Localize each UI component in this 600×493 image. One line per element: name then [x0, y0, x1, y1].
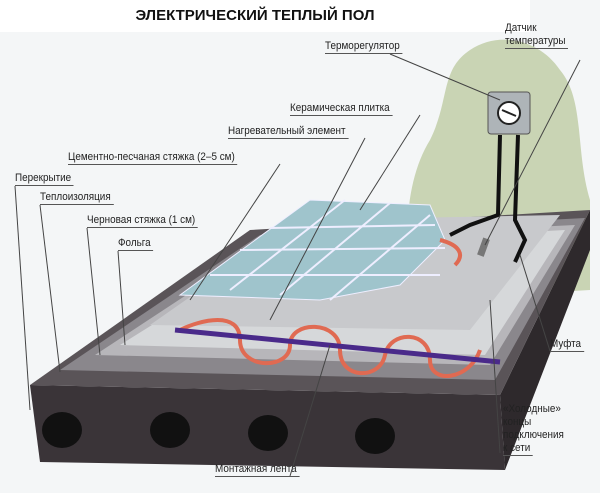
label-rough-screed: Черновая стяжка (1 см): [87, 214, 198, 228]
tile-grid: [210, 199, 446, 301]
label-cold-line4: к сети: [503, 442, 533, 456]
label-screed: Цементно-песчаная стяжка (2–5 см): [68, 151, 238, 165]
label-coupling: Муфта: [550, 338, 584, 352]
label-thermostat: Терморегулятор: [325, 40, 403, 54]
diagram-title: ЭЛЕКТРИЧЕСКИЙ ТЕПЛЫЙ ПОЛ: [135, 7, 375, 24]
label-heating: Нагревательный элемент: [228, 125, 349, 139]
holes: [42, 412, 395, 454]
thermostat-icon: [487, 91, 531, 135]
label-insulation: Теплоизоляция: [40, 191, 114, 205]
label-cold-line2: концы: [503, 416, 532, 428]
label-sensor-line2: температуры: [505, 35, 569, 49]
label-cold-line1: «Холодные»: [503, 403, 561, 415]
wires: [449, 134, 528, 263]
mounting-tape: [174, 327, 501, 365]
label-foil: Фольга: [118, 237, 154, 251]
leader-lines: [14, 53, 581, 477]
label-cold-line3: подключения: [503, 429, 564, 441]
label-tape: Монтажная лента: [215, 463, 300, 477]
label-sensor-line1: Датчик: [505, 22, 537, 34]
label-slab: Перекрытие: [15, 172, 74, 186]
title-band: [0, 0, 530, 32]
label-tile: Керамическая плитка: [290, 102, 393, 116]
slab-side: [500, 210, 590, 470]
heating-cable: [179, 238, 482, 378]
